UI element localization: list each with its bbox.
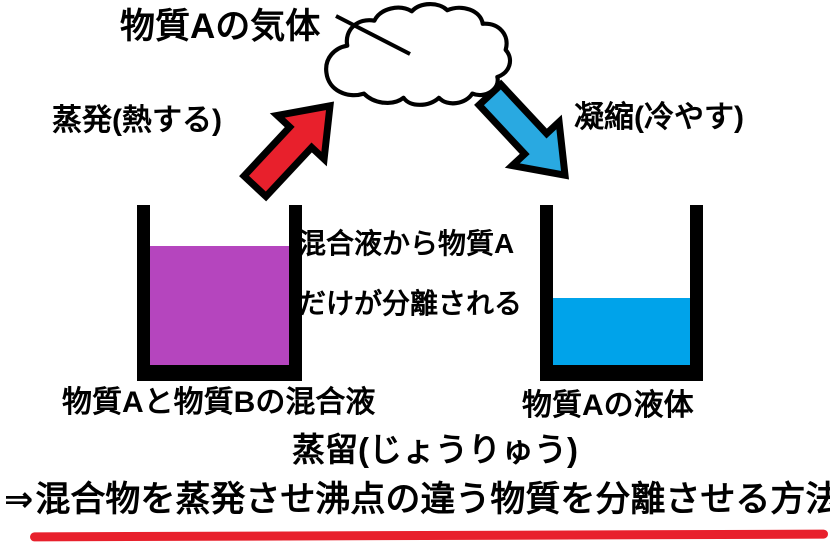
pure-liquid: [553, 298, 690, 365]
pure-liquid-beaker: [540, 205, 703, 381]
condensation-label: 凝縮(冷やす): [574, 101, 744, 134]
leader-line: [335, 14, 411, 56]
mixture-beaker: [137, 205, 302, 381]
separation-note-line2: だけが分離される: [298, 288, 523, 319]
mixture-liquid: [150, 246, 289, 365]
separation-note-line1: 混合液から物質A: [298, 228, 515, 259]
condensation-arrow-icon: [474, 79, 570, 180]
cloud-shape: [324, 2, 513, 107]
conclusion-line: ⇒混合物を蒸発させ沸点の違う物質を分離させる方法: [4, 480, 830, 520]
process-title: 蒸留(じょうりゅう): [292, 431, 578, 468]
red-underline: [29, 529, 829, 542]
mixture-beaker-label: 物質Aと物質Bの混合液: [62, 386, 376, 419]
conclusion-text: 混合物を蒸発させ沸点の違う物質を分離させる方法: [35, 480, 830, 519]
gas-label: 物質Aの気体: [120, 7, 321, 46]
evaporation-arrow-shape: [239, 101, 335, 202]
pure-liquid-beaker-label: 物質Aの液体: [522, 389, 694, 422]
evaporation-arrow-icon: [239, 101, 335, 202]
implies-arrow-glyph: ⇒: [4, 480, 34, 519]
evaporation-label: 蒸発(熱する): [52, 104, 222, 137]
leader-line-icon: [335, 14, 411, 56]
condensation-arrow-shape: [474, 79, 570, 180]
cloud-icon: [324, 2, 513, 107]
